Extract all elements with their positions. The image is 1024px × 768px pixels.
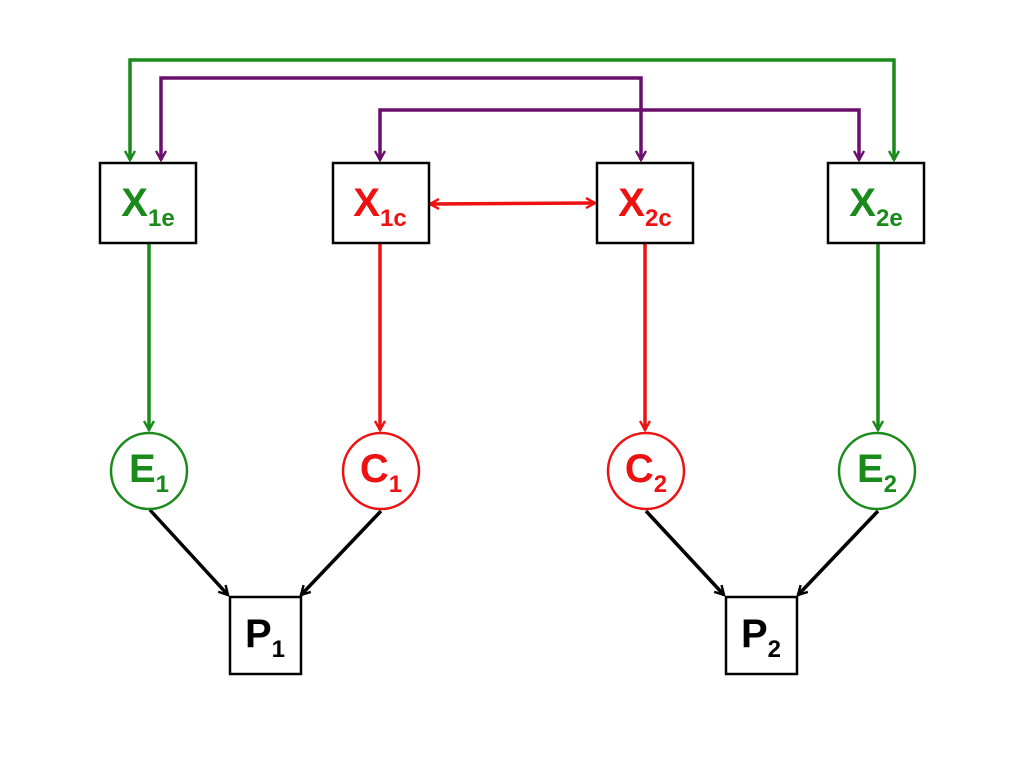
node-x2c-letter: X xyxy=(618,181,645,225)
path-e2-to-p2 xyxy=(798,509,880,595)
node-x2e-subscript: 2e xyxy=(876,205,903,232)
svg-text:C1: C1 xyxy=(360,447,402,498)
svg-text:E2: E2 xyxy=(857,447,897,498)
node-x2c: X2c xyxy=(595,161,695,245)
node-x1c: X1c xyxy=(331,161,431,245)
node-x1c-subscript: 1c xyxy=(380,205,407,232)
node-p2-letter: P xyxy=(741,612,768,656)
node-e1-subscript: 1 xyxy=(156,471,169,498)
node-c1-subscript: 1 xyxy=(389,471,402,498)
svg-text:X2c: X2c xyxy=(618,181,671,232)
node-e2-letter: E xyxy=(857,447,884,491)
node-c2-subscript: 2 xyxy=(654,471,667,498)
node-x2c-subscript: 2c xyxy=(645,205,672,232)
node-p2: P2 xyxy=(724,595,799,676)
svg-text:P2: P2 xyxy=(741,612,781,663)
node-c1-letter: C xyxy=(360,447,389,491)
node-c2: C2 xyxy=(606,431,686,511)
node-x1e: X1e xyxy=(98,161,198,245)
covariance-path-x1c-x2e xyxy=(380,108,859,160)
node-p2-subscript: 2 xyxy=(768,636,781,663)
svg-text:P1: P1 xyxy=(245,612,285,663)
svg-text:X2e: X2e xyxy=(849,181,902,232)
svg-text:C2: C2 xyxy=(625,447,667,498)
node-x2e-letter: X xyxy=(849,181,876,225)
node-e1: E1 xyxy=(109,431,189,511)
path-c2-to-p2 xyxy=(644,509,724,595)
node-p1: P1 xyxy=(228,595,303,676)
node-p1-subscript: 1 xyxy=(272,636,285,663)
node-x2e: X2e xyxy=(826,161,926,245)
path-e1-to-p1 xyxy=(148,508,228,595)
node-e2: E2 xyxy=(837,431,917,511)
node-c2-letter: C xyxy=(625,447,654,491)
covariance-path-x1e-x2c xyxy=(161,76,641,160)
node-c1: C1 xyxy=(341,431,421,511)
node-x1e-letter: X xyxy=(121,181,148,225)
node-e2-subscript: 2 xyxy=(884,471,897,498)
svg-text:X1e: X1e xyxy=(121,181,174,232)
covariance-path-x1e-x2e xyxy=(130,58,894,160)
node-x1c-letter: X xyxy=(353,181,380,225)
svg-text:X1c: X1c xyxy=(353,181,406,232)
covariance-path-x1c-x2c xyxy=(430,203,595,204)
node-x1e-subscript: 1e xyxy=(148,205,175,232)
path-c1-to-p1 xyxy=(301,509,383,595)
svg-text:E1: E1 xyxy=(129,447,169,498)
node-e1-letter: E xyxy=(129,447,156,491)
node-p1-letter: P xyxy=(245,612,272,656)
